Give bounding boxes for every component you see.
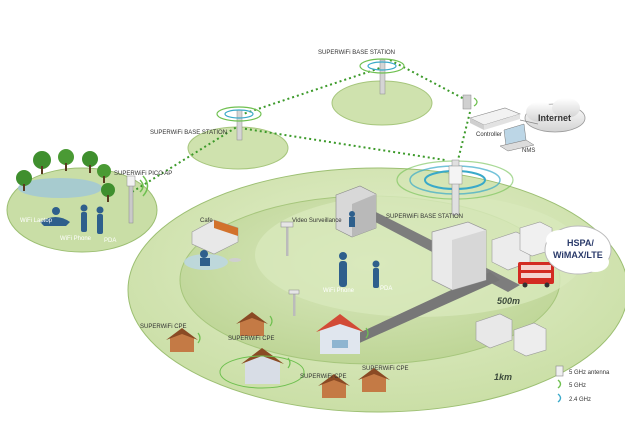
- label-cpe-mid: SUPERWiFi CPE: [228, 336, 275, 342]
- base-station-top: [359, 58, 405, 95]
- label-nms: NMS: [522, 148, 535, 154]
- cpe-mast-center: [288, 289, 300, 316]
- city-buildings: [431, 221, 553, 357]
- house-1: [166, 328, 198, 352]
- label-cafe: Cafe: [200, 218, 213, 224]
- label-wifi-phone-left: WiFi Phone: [60, 236, 92, 242]
- cpe-waves: [197, 315, 369, 369]
- label-base-station-left: SUPERWiFi BASE STATION: [150, 130, 227, 136]
- label-pda-center: PDA: [380, 286, 392, 292]
- internet-cloud: [524, 98, 586, 133]
- house-3: [316, 314, 364, 354]
- video-surveillance-booth: [335, 185, 377, 238]
- legend-antenna: 5 GHz antenna: [569, 370, 610, 376]
- legend-5ghz: 5 GHz: [569, 383, 586, 389]
- lake: [18, 178, 102, 198]
- label-pda-left: PDA: [104, 238, 116, 244]
- label-cpe-left: SUPERWiFi CPE: [140, 324, 187, 330]
- people-left: [40, 204, 104, 234]
- legend-24ghz: 2.4 GHz: [569, 397, 591, 403]
- cafe: [184, 219, 241, 270]
- pico-ap: [126, 175, 149, 224]
- bus: [518, 262, 554, 288]
- house-2: [236, 312, 268, 336]
- surveillance-camera: [280, 221, 294, 256]
- label-wifi-laptop: WiFi Laptop: [20, 218, 53, 224]
- cpe-area-bottom: [219, 355, 305, 389]
- backhaul-dish: [462, 94, 478, 110]
- houses: [166, 312, 390, 398]
- hspa-cloud: [544, 225, 612, 275]
- trees: [16, 149, 115, 202]
- wave-24ghz-icon: [557, 393, 562, 403]
- label-hspa: HSPA/: [567, 238, 594, 248]
- controller-device: [469, 107, 521, 130]
- label-1km: 1km: [494, 372, 512, 382]
- house-5: [318, 374, 350, 398]
- label-video-surveillance: Video Surveillance: [292, 218, 342, 224]
- house-6: [358, 368, 390, 392]
- label-cpe-bottom-left: SUPERWiFi CPE: [300, 374, 347, 380]
- base-station-left: [216, 106, 262, 141]
- controller-link: [519, 119, 539, 125]
- base-station-center: [396, 159, 514, 216]
- label-base-station-top: SUPERWiFi BASE STATION: [318, 50, 395, 56]
- label-internet: Internet: [538, 113, 571, 123]
- wave-5ghz-icon: [557, 379, 562, 389]
- people-center: [339, 252, 380, 288]
- antenna-legend-icon: [555, 365, 564, 377]
- diagram-labels: SUPERWiFi BASE STATION SUPERWiFi BASE ST…: [20, 50, 603, 382]
- label-500m: 500m: [497, 296, 520, 306]
- label-wifi-phone-center: WiFi Phone: [323, 288, 355, 294]
- nms-laptop: [499, 123, 535, 152]
- label-wimax-lte: WiMAX/LTE: [553, 250, 603, 260]
- label-pico-ap: SUPERWiFi PICO AP: [114, 171, 172, 177]
- legend: 5 GHz antenna 5 GHz 2.4 GHz: [555, 365, 610, 403]
- label-cpe-bottom-right: SUPERWiFi CPE: [362, 366, 409, 372]
- label-base-station-center: SUPERWiFi BASE STATION: [386, 214, 463, 220]
- label-controller: Controller: [476, 132, 502, 138]
